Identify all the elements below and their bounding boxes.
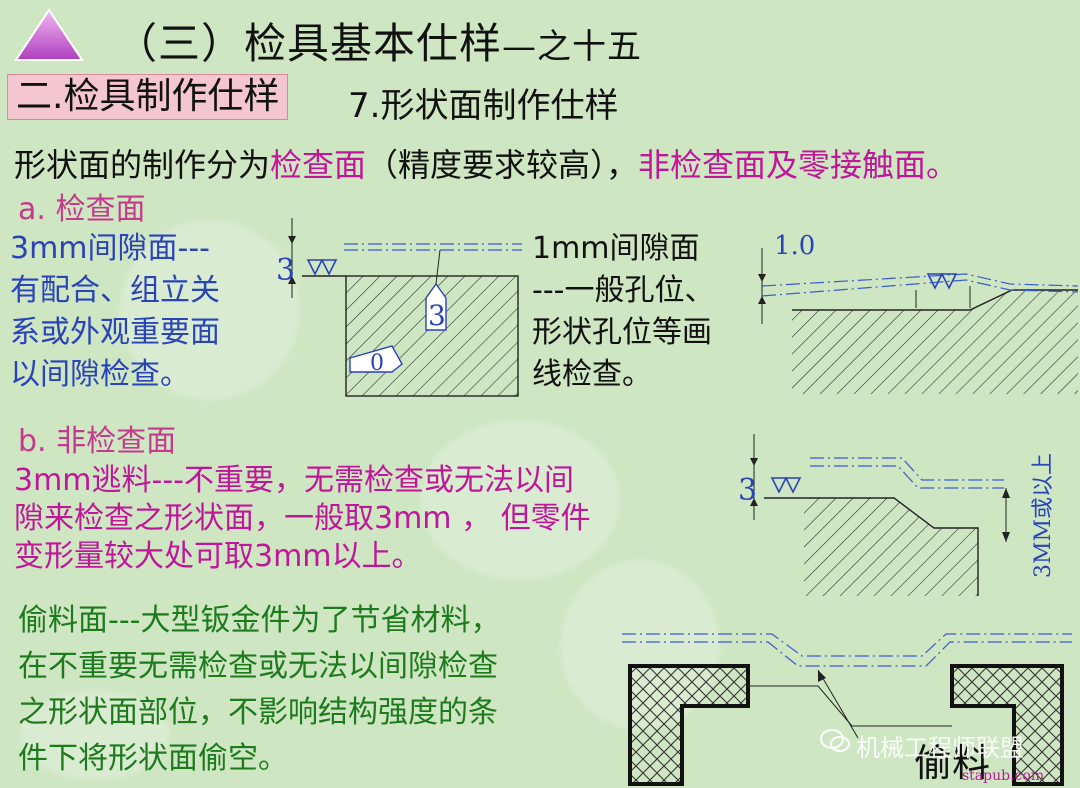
fig3-dimension: 3 [738, 473, 757, 508]
background-motif [420, 420, 620, 580]
fig1-dimension: 3 [276, 253, 295, 288]
section-a-3mm-text: 3mm间隙面--- 有配合、组立关 系或外观重要面 以间隙检查。 [10, 231, 220, 392]
page-title-suffix: —之十五 [502, 27, 643, 67]
intro-check-surface: 检查面 [270, 146, 367, 184]
fig4-label: 偷料 [914, 741, 990, 785]
intro-non-check-surface: 非检查面及零接触面。 [638, 146, 959, 184]
watermark-text: 机械工程师联盟 [856, 734, 1024, 762]
fig2-dimension: 1.0 [774, 231, 815, 261]
page-title-main: （三）检具基本仕样 [115, 19, 503, 68]
section-b-text: 3mm逃料---不重要，无需检查或无法以间 隙来检查之形状面，一般取3mm ， … [14, 463, 591, 574]
watermark-site: stapub.com [962, 768, 1045, 784]
chat-bubble-icon [820, 728, 850, 754]
figure-material-saving: 偷料 [622, 633, 1072, 786]
figure-3mm-relief: 3 3MM或以上 [738, 434, 1056, 596]
fig1-tag-3: 3 [428, 299, 446, 332]
section-b-heading: b. 非检查面 [18, 424, 177, 459]
intro-part3: （精度要求较高）， [366, 146, 639, 184]
section-a-1mm-text: 1mm间隙面 ---一般孔位、 形状孔位等画 线检查。 [532, 231, 715, 392]
section-c-text: 偷料面---大型钣金件为了节省材料， 在不重要无需检查或无法以间隙检查 之形状面… [18, 603, 501, 776]
intro-sentence: 形状面的制作分为检查面（精度要求较高），非检查面及零接触面。 [14, 140, 958, 186]
section-label: 二.检具制作仕样 [7, 74, 289, 120]
section-subtitle: 7.形状面制作仕样 [348, 86, 619, 126]
section-a-heading: a. 检查面 [18, 192, 146, 227]
triangle-icon [14, 8, 84, 61]
intro-part1: 形状面的制作分为 [14, 146, 271, 184]
fig1-tag-0: 0 [370, 351, 384, 376]
figure-1mm-gap: 1.0 [758, 231, 1078, 394]
background-motif [120, 220, 300, 400]
page-title: （三）检具基本仕样—之十五 [115, 10, 642, 71]
fig3-vertical-label: 3MM或以上 [1031, 453, 1056, 578]
figure-3mm-gap: 3 3 0 [276, 218, 522, 397]
background-motif [20, 690, 170, 780]
